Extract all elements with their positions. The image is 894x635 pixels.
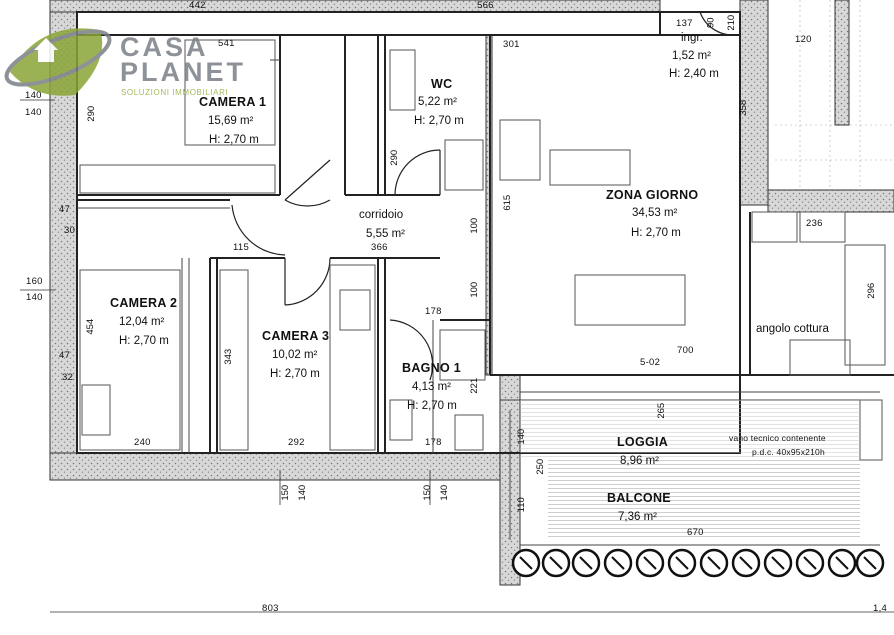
camera2-name: CAMERA 2 [110,296,178,310]
camera3-height: H: 2,70 m [270,368,320,380]
loggia-name: LOGGIA [617,435,669,449]
corridoio-name: corridoio [359,209,404,221]
brand-name-top: CASA [120,32,209,62]
dim-137: 137 [676,18,693,29]
ingresso-area: 1,52 m² [672,50,711,62]
furniture [79,39,886,461]
dim-301: 301 [503,39,520,50]
exterior-grid [775,0,894,190]
dim-47a: 47 [59,204,71,215]
interior-walls [76,11,894,454]
camera3-area: 10,02 m² [272,349,318,361]
dim-150a: 150 [280,484,292,501]
loggia-area: 8,96 m² [620,455,659,467]
ingresso-height: H: 2,40 m [669,68,719,80]
zona-giorno-name: ZONA GIORNO [606,188,699,202]
dim-150b: 150 [422,484,434,501]
dim-442: 442 [189,0,206,11]
corridoio-area: 5,55 m² [366,228,405,240]
dim-140c: 140 [26,292,43,303]
dim-140d: 140 [516,428,528,445]
dim-100b: 100 [469,281,481,298]
dim-290b: 290 [389,149,401,166]
zona-giorno-area: 34,53 m² [632,207,678,219]
bagno1-area: 4,13 m² [412,381,451,393]
zona-giorno-height: H: 2,70 m [631,227,681,239]
dim-1-4: 1,4 [873,603,888,614]
dim-120: 120 [795,34,812,45]
dim-110: 110 [515,497,527,513]
dim-700: 700 [677,345,694,356]
loggia-floor [520,400,860,460]
dim-115: 115 [233,242,250,253]
dim-140e: 140 [297,484,309,501]
logo-mark [4,28,112,96]
dim-210: 210 [726,14,738,31]
wc-name: WC [431,77,453,91]
vano-tecnico-line2: p.d.c. 40x95x210h [752,447,825,457]
dim-221: 221 [469,377,481,394]
exterior-walls [49,0,894,586]
angolo-cottura-label: angolo cottura [756,323,829,335]
dim-178b: 178 [425,437,442,448]
dim-140f: 140 [439,484,451,501]
dim-240: 240 [134,437,151,448]
dimension-lines [20,99,894,613]
door-swings [231,11,736,381]
dim-236: 236 [806,218,823,229]
planters [511,548,885,578]
camera3-name: CAMERA 3 [262,329,330,343]
ingresso-name: ingr. [681,32,703,44]
camera1-name: CAMERA 1 [199,95,267,109]
dim-250: 250 [535,458,547,475]
dim-265: 265 [656,402,668,419]
dim-292: 292 [288,437,305,448]
dim-615: 615 [502,194,514,211]
dim-47b: 47 [59,350,71,361]
planter-marks [519,556,877,570]
dim-541: 541 [218,38,235,49]
dim-454: 454 [85,318,97,335]
dim-566: 566 [477,0,494,11]
dim-178a: 178 [425,306,442,317]
dim-502: 5-02 [640,357,661,368]
dim-670: 670 [687,527,704,538]
dim-343: 343 [223,348,235,365]
dim-90: 90 [705,17,717,29]
balcone-deck [548,460,860,540]
wc-height: H: 2,70 m [414,115,464,127]
dim-296: 296 [866,282,878,299]
balcone-area: 7,36 m² [618,511,657,523]
dim-140a: 140 [25,90,42,101]
bagno1-height: H: 2,70 m [407,400,457,412]
bagno1-name: BAGNO 1 [402,361,462,375]
camera2-height: H: 2,70 m [119,335,169,347]
dim-160: 160 [26,276,43,287]
camera1-height: H: 2,70 m [209,134,259,146]
dim-358: 358 [738,99,750,116]
vano-tecnico-line1: vano tecnico contenente [729,433,826,443]
dim-366: 366 [371,242,388,253]
dim-290a: 290 [86,105,98,122]
wc-area: 5,22 m² [418,96,457,108]
dim-100a: 100 [469,217,481,234]
dim-30: 30 [64,225,76,236]
balcone-name: BALCONE [607,491,671,505]
dim-803: 803 [262,603,279,614]
camera2-area: 12,04 m² [119,316,165,328]
brand-name-bottom: PLANET [120,57,246,87]
brand-tagline: SOLUZIONI IMMOBILIARI [121,88,229,97]
camera1-area: 15,69 m² [208,115,254,127]
dim-32: 32 [62,372,74,383]
dim-140b: 140 [25,107,42,118]
